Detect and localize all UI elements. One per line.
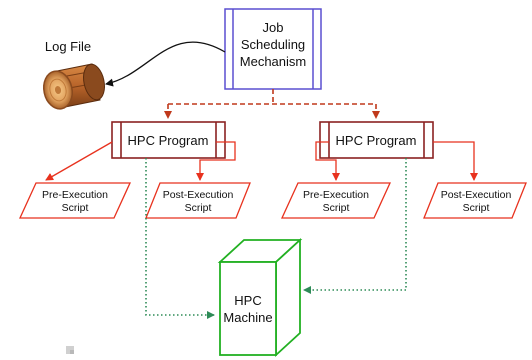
scheduler-to-programs-connector	[164, 89, 380, 119]
program-left-to-post-script-arrow	[196, 141, 236, 181]
program-left-to-machine-connector	[145, 158, 215, 319]
hpc-program-box-left: HPC Program	[111, 121, 226, 159]
hpc-machine-label-line1: HPC	[234, 293, 261, 308]
hpc-machine-label-line2: Machine	[223, 310, 272, 325]
hpc-program-label-left: HPC Program	[128, 133, 209, 148]
hpc-program-label-right: HPC Program	[336, 133, 417, 148]
scheduler-label-line2: Scheduling	[241, 37, 305, 52]
log-file-icon	[42, 63, 105, 110]
post-script-right-line2: Script	[463, 202, 490, 214]
hpc-program-box-right: HPC Program	[319, 121, 434, 159]
scheduler-label-line1: Job	[263, 20, 284, 35]
scheduler-to-log-arrow	[105, 41, 226, 87]
decorative-thumbnail-icon	[66, 346, 74, 354]
post-execution-script-right: Post-Execution Script	[423, 182, 527, 219]
post-script-right-line1: Post-Execution	[441, 189, 512, 201]
scheduler-label-line3: Mechanism	[240, 54, 306, 69]
program-right-to-pre-script-arrow	[315, 141, 340, 181]
pre-execution-script-right: Pre-Execution Script	[280, 182, 392, 219]
program-right-to-post-script-arrow	[433, 141, 478, 181]
pre-script-left-line1: Pre-Execution	[42, 189, 108, 201]
program-right-to-machine-connector	[303, 158, 407, 294]
pre-execution-script-left: Pre-Execution Script	[18, 182, 132, 219]
log-file-label: Log File	[45, 39, 91, 54]
post-script-left-line2: Script	[185, 202, 212, 214]
program-left-to-pre-script-arrow	[45, 141, 113, 181]
pre-script-right-line1: Pre-Execution	[303, 189, 369, 201]
hpc-machine-box: HPC Machine	[217, 237, 303, 358]
scheduler-box: Job Scheduling Mechanism	[224, 8, 322, 90]
post-script-left-line1: Post-Execution	[163, 189, 234, 201]
pre-script-left-line2: Script	[62, 202, 89, 214]
post-execution-script-left: Post-Execution Script	[145, 182, 251, 219]
pre-script-right-line2: Script	[323, 202, 350, 214]
